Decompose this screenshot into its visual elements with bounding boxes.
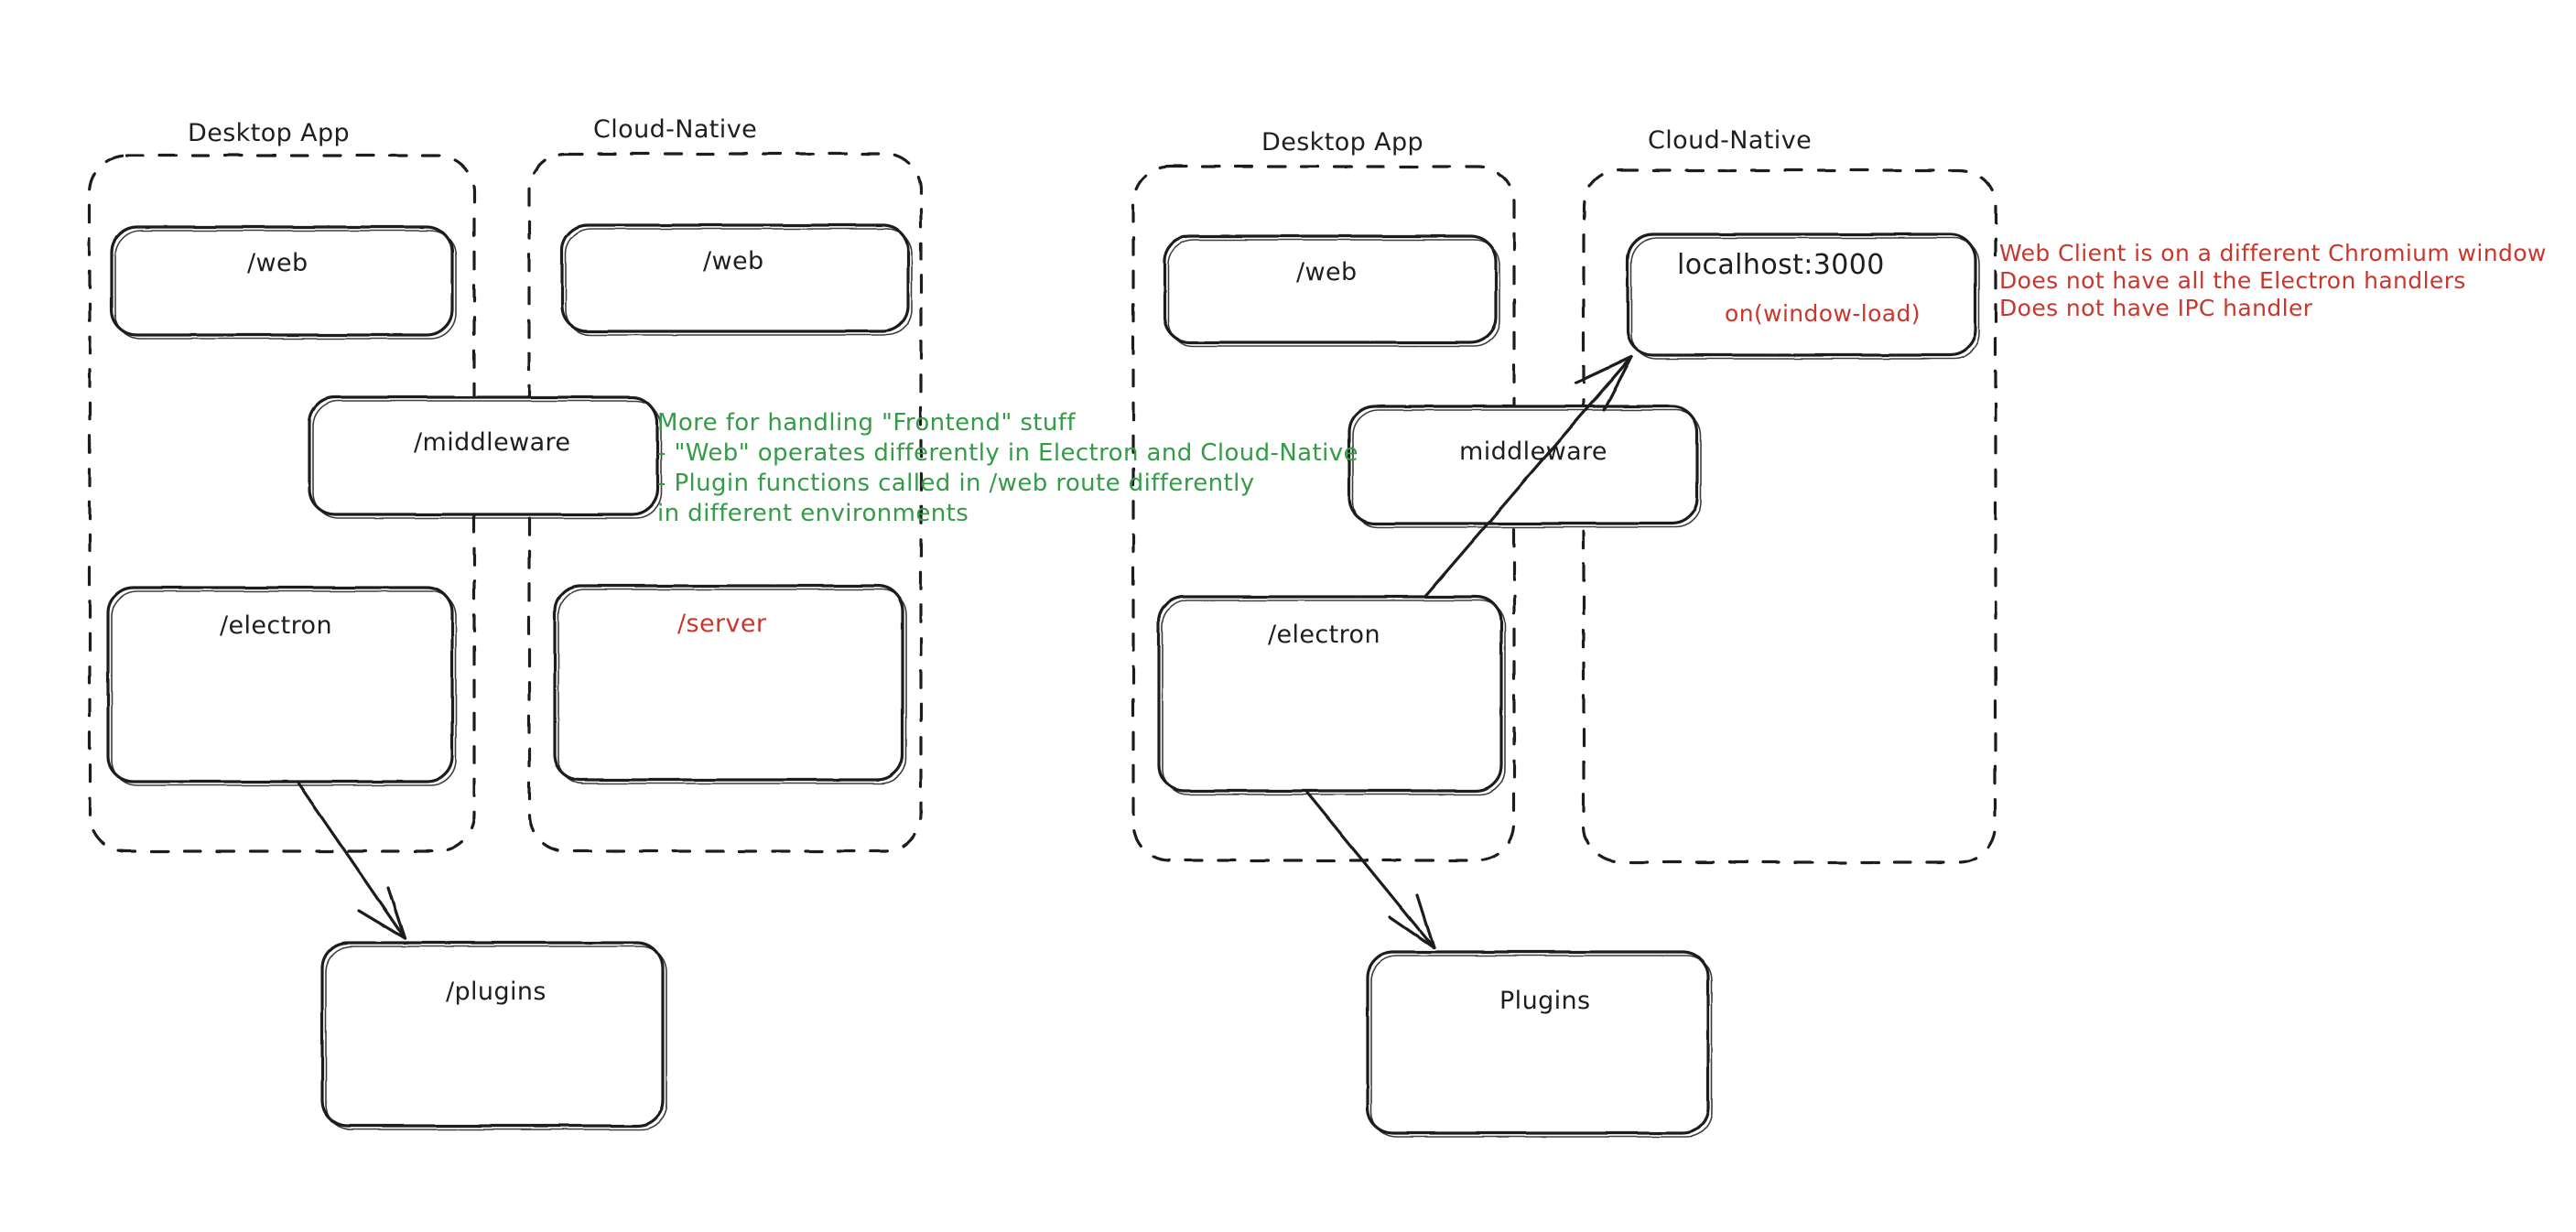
right-box-localhost xyxy=(1626,232,1977,357)
right-box-label-on-window-load: on(window-load) xyxy=(1725,300,1921,327)
right-group-label-cloud-native: Cloud-Native xyxy=(1648,126,1813,155)
right-group-label-desktop-app: Desktop App xyxy=(1261,128,1424,157)
right-box-label-localhost: localhost:3000 xyxy=(1677,249,1885,281)
right-box-web-desktop xyxy=(1163,234,1498,344)
left-box-middleware xyxy=(308,395,659,516)
left-group-label-cloud-native: Cloud-Native xyxy=(593,115,758,144)
right-box-electron xyxy=(1157,595,1503,793)
left-box-label-plugins: /plugins xyxy=(446,978,547,1006)
right-box-label-plugins: Plugins xyxy=(1499,987,1591,1015)
right-box-middleware xyxy=(1348,405,1699,525)
left-box-electron xyxy=(106,586,454,784)
left-green-note: More for handling "Frontend" stuff - "We… xyxy=(657,409,1358,527)
left-box-label-electron: /electron xyxy=(220,611,332,640)
left-box-plugins xyxy=(320,941,665,1128)
left-box-label-web-desktop: /web xyxy=(247,249,308,277)
left-box-server xyxy=(553,584,904,782)
right-red-note: Web Client is on a different Chromium wi… xyxy=(1999,240,2547,321)
left-box-web-cloud xyxy=(560,223,910,333)
left-box-web-desktop xyxy=(110,225,454,337)
right-box-label-electron: /electron xyxy=(1268,621,1380,649)
left-box-label-web-cloud: /web xyxy=(703,247,764,276)
right-box-label-middleware: middleware xyxy=(1459,438,1607,466)
left-desktop-app-container xyxy=(88,154,476,853)
left-group-label-desktop-app: Desktop App xyxy=(188,119,351,147)
left-box-label-server: /server xyxy=(677,610,767,638)
left-box-label-middleware: /middleware xyxy=(414,428,571,457)
arrow-right-electron-to-plugins xyxy=(1305,791,1435,949)
right-box-plugins xyxy=(1366,950,1710,1135)
right-cloud-native-container xyxy=(1582,168,1997,864)
arrow-left-electron-to-plugins xyxy=(297,782,406,940)
arrow-right-electron-to-localhost xyxy=(1424,355,1633,597)
right-box-label-web-desktop: /web xyxy=(1296,258,1358,286)
